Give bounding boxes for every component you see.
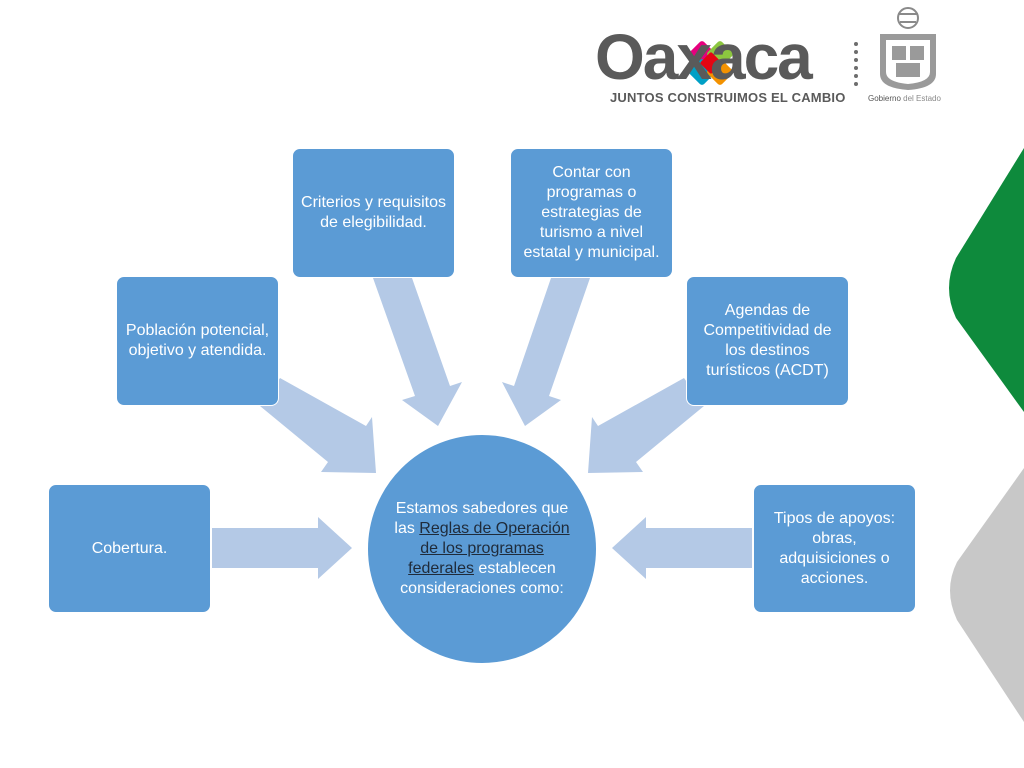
seal-caption-light: del Estado: [900, 94, 941, 103]
center-node: Estamos sabedores que las Reglas de Oper…: [366, 433, 598, 665]
node-apoyos: Tipos de apoyos: obras, adquisiciones o …: [753, 484, 916, 613]
node-criterios: Criterios y requisitos de elegibilidad.: [292, 148, 455, 278]
node-poblacion-label: Población potencial, objetivo y atendida…: [125, 322, 270, 359]
decorative-gray-shape: [950, 468, 1024, 722]
arrow-poblacion: [260, 378, 376, 473]
oaxaca-x-icon: [689, 41, 733, 85]
node-agendas-label: Agendas de Competitividad de los destino…: [703, 302, 832, 379]
seal-caption-strong: Gobierno: [868, 94, 901, 103]
arrow-cobertura: [212, 517, 352, 579]
rules-link[interactable]: Reglas de Operación de los programas fed…: [408, 520, 570, 577]
node-apoyos-label: Tipos de apoyos: obras, adquisiciones o …: [773, 509, 896, 587]
arrow-apoyos: [612, 517, 752, 579]
node-programas-label: Contar con programas o estrategias de tu…: [523, 164, 660, 261]
node-agendas: Agendas de Competitividad de los destino…: [686, 276, 849, 406]
node-programas: Contar con programas o estrategias de tu…: [510, 148, 673, 278]
arrow-programas: [502, 278, 590, 426]
seal-caption: Gobierno del Estado: [868, 94, 941, 103]
arrow-criterios: [373, 278, 462, 426]
logo-separator: [854, 42, 858, 86]
node-poblacion: Población potencial, objetivo y atendida…: [116, 276, 279, 406]
state-seal-icon: [880, 7, 936, 90]
logo-tagline: JUNTOS CONSTRUIMOS EL CAMBIO: [610, 90, 846, 105]
node-cobertura-label: Cobertura.: [91, 539, 168, 557]
center-node-text: Estamos sabedores que las Reglas de Oper…: [392, 499, 572, 599]
decorative-green-shape: [949, 148, 1024, 412]
center-text-after: establecen consideraciones como:: [400, 560, 564, 597]
logo-wordmark: Oaxaca: [595, 21, 813, 93]
center-text-before: Estamos sabedores que las: [394, 500, 569, 537]
node-cobertura: Cobertura.: [48, 484, 211, 613]
arrow-agendas: [588, 378, 704, 473]
node-criterios-label: Criterios y requisitos de elegibilidad.: [301, 194, 446, 231]
